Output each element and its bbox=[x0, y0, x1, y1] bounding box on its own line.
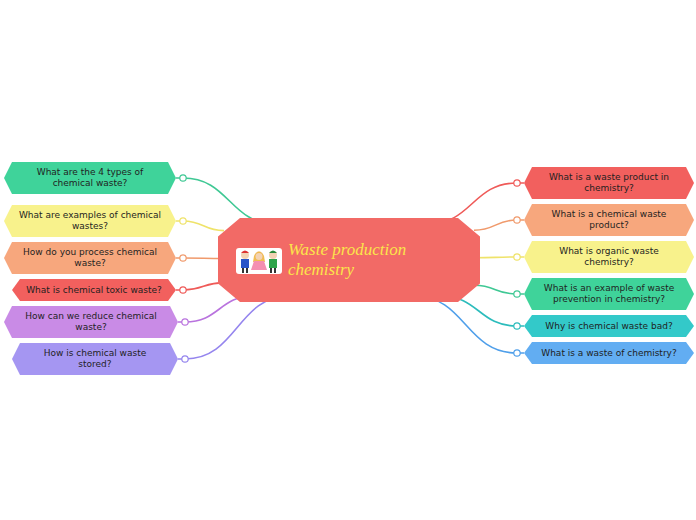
branch-line bbox=[414, 296, 524, 353]
branch-knob bbox=[514, 350, 520, 356]
topic-box: What is a waste product in chemistry? bbox=[524, 167, 694, 199]
branch-knob bbox=[514, 291, 520, 297]
branch-knob bbox=[180, 287, 186, 293]
topic-box: What are examples of chemical wastes? bbox=[4, 205, 176, 237]
topic-text: What are the 4 types of chemical waste? bbox=[18, 167, 162, 189]
topic-text: How can we reduce chemical waste? bbox=[18, 311, 164, 333]
topic-box: What is a waste of chemistry? bbox=[524, 342, 694, 364]
topic-text: Why is chemical waste bad? bbox=[545, 321, 672, 332]
topic-text: How is chemical waste stored? bbox=[26, 348, 164, 370]
topic-box: How can we reduce chemical waste? bbox=[4, 306, 178, 338]
topic-box: What is an example of waste prevention i… bbox=[524, 278, 694, 310]
topic-title: Waste production chemistry bbox=[288, 240, 440, 280]
topic-text: What are examples of chemical wastes? bbox=[18, 210, 162, 232]
branch-knob bbox=[182, 356, 188, 362]
topic-text: What is a waste product in chemistry? bbox=[538, 172, 680, 194]
branch-knob bbox=[514, 180, 520, 186]
branch-line bbox=[178, 296, 289, 359]
topic-text: What is a chemical waste product? bbox=[538, 209, 680, 231]
topic-box: What is a chemical waste product? bbox=[524, 204, 694, 236]
topic-box: What is chemical toxic waste? bbox=[12, 279, 176, 301]
topic-box: How is chemical waste stored? bbox=[12, 343, 178, 375]
topic-text: What is an example of waste prevention i… bbox=[538, 283, 680, 305]
branch-knob bbox=[180, 175, 186, 181]
topic-text: What is a waste of chemistry? bbox=[541, 348, 676, 359]
topic-text: How do you process chemical waste? bbox=[18, 247, 162, 269]
branch-knob bbox=[180, 218, 186, 224]
topic-text: What is chemical toxic waste? bbox=[26, 285, 162, 296]
topic-box: What are the 4 types of chemical waste? bbox=[4, 162, 176, 194]
topic-box: What is organic waste chemistry? bbox=[524, 241, 694, 273]
branch-knob bbox=[514, 254, 520, 260]
branch-line bbox=[176, 178, 276, 224]
branch-line bbox=[428, 183, 524, 224]
branch-knob bbox=[514, 217, 520, 223]
branch-knob bbox=[182, 319, 188, 325]
branch-knob bbox=[514, 323, 520, 329]
children-icon bbox=[236, 248, 282, 274]
topic-box: How do you process chemical waste? bbox=[4, 242, 176, 274]
topic-box: Why is chemical waste bad? bbox=[524, 315, 694, 337]
branch-knob bbox=[180, 255, 186, 261]
topic-text: What is organic waste chemistry? bbox=[538, 246, 680, 268]
